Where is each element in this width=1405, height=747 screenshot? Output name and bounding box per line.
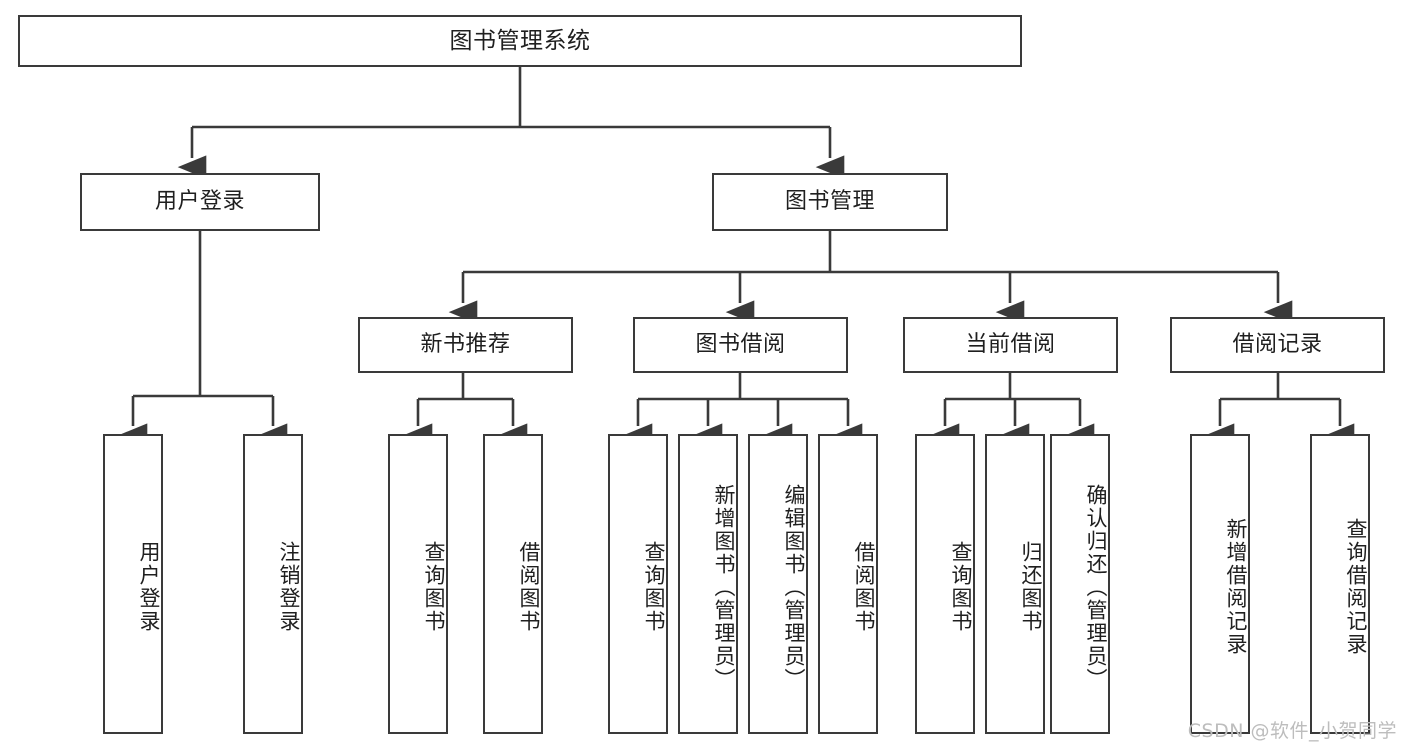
node-root-system[interactable]: 图书管理系统 <box>18 15 1022 67</box>
node-label: 图书管理 <box>784 189 875 215</box>
leaf-user-login-logout[interactable]: 注销登录 <box>243 434 303 734</box>
node-label: 新增借阅记录 <box>1224 518 1248 656</box>
node-label: 编辑图书（管理员） <box>782 483 806 691</box>
leaf-borrow-edit-book-admin[interactable]: 编辑图书（管理员） <box>748 434 808 734</box>
node-label: 查询借阅记录 <box>1344 518 1368 656</box>
node-label: 查询图书 <box>949 541 973 633</box>
node-label: 归还图书 <box>1019 541 1043 633</box>
leaf-borrow-add-book-admin[interactable]: 新增图书（管理员） <box>678 434 738 734</box>
node-book-management[interactable]: 图书管理 <box>712 173 948 231</box>
node-borrow-records[interactable]: 借阅记录 <box>1170 317 1385 373</box>
leaf-current-confirm-return-admin[interactable]: 确认归还（管理员） <box>1050 434 1110 734</box>
leaf-records-add-record[interactable]: 新增借阅记录 <box>1190 434 1250 734</box>
csdn-watermark: CSDN @软件_小贺同学 <box>1187 720 1397 742</box>
node-user-login[interactable]: 用户登录 <box>80 173 320 231</box>
leaf-recommend-borrow-book[interactable]: 借阅图书 <box>483 434 543 734</box>
node-label: 新增图书（管理员） <box>712 483 736 691</box>
node-label: 借阅记录 <box>1232 332 1323 358</box>
node-label: 借阅图书 <box>852 541 876 633</box>
node-label: 当前借阅 <box>965 332 1056 358</box>
leaf-current-query-book[interactable]: 查询图书 <box>915 434 975 734</box>
node-label: 图书管理系统 <box>449 27 591 54</box>
leaf-records-query-record[interactable]: 查询借阅记录 <box>1310 434 1370 734</box>
leaf-borrow-borrow-book[interactable]: 借阅图书 <box>818 434 878 734</box>
node-label: 查询图书 <box>642 541 666 633</box>
leaf-user-login-login[interactable]: 用户登录 <box>103 434 163 734</box>
node-label: 注销登录 <box>277 541 301 633</box>
node-label: 新书推荐 <box>420 332 511 358</box>
node-book-borrow[interactable]: 图书借阅 <box>633 317 848 373</box>
node-current-borrow[interactable]: 当前借阅 <box>903 317 1118 373</box>
node-label: 用户登录 <box>137 541 161 633</box>
leaf-recommend-query-book[interactable]: 查询图书 <box>388 434 448 734</box>
leaf-current-return-book[interactable]: 归还图书 <box>985 434 1045 734</box>
node-label: 查询图书 <box>422 541 446 633</box>
node-label: 图书借阅 <box>695 332 786 358</box>
node-new-book-recommend[interactable]: 新书推荐 <box>358 317 573 373</box>
leaf-borrow-query-book[interactable]: 查询图书 <box>608 434 668 734</box>
node-label: 确认归还（管理员） <box>1084 483 1108 691</box>
node-label: 借阅图书 <box>517 541 541 633</box>
node-label: 用户登录 <box>154 189 245 215</box>
